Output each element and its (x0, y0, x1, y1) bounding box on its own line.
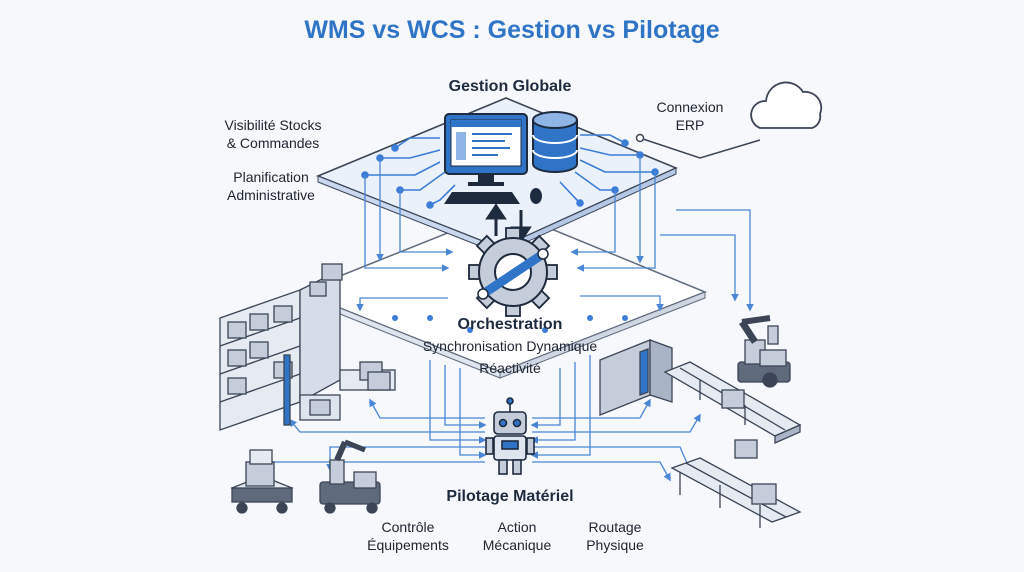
note-admin-planning-line1: Planification (233, 169, 309, 185)
warehouse-rack-icon (219, 263, 343, 431)
database-icon (532, 111, 578, 173)
orchestration-sync-text: Synchronisation Dynamique (422, 338, 598, 354)
robot-icon (485, 397, 535, 475)
management-layer-title: Gestion Globale (448, 78, 572, 95)
note-stock-visibility-line1: Visibilité Stocks (224, 117, 322, 133)
gear-icon (468, 227, 558, 317)
erp-connection-line1: Connexion (656, 99, 724, 115)
diagram-title: WMS vs WCS : Gestion vs Pilotage (304, 16, 720, 44)
orchestration-title: Orchestration (457, 316, 563, 333)
desktop-computer-icon (444, 113, 542, 204)
note-admin-planning-line2: Administrative (227, 187, 315, 203)
bottom-item-physical-routing: Routage Physique (560, 518, 670, 554)
cloud-icon (750, 81, 823, 129)
bottom-item-equipment-control: Contrôle Équipements (348, 518, 468, 554)
middle-plate-nodes (392, 315, 628, 333)
erp-connection-line2: ERP (675, 117, 705, 133)
note-stock-visibility: Visibilité Stocks & Commandes (208, 116, 338, 152)
bottom-item-mechanical-action: Action Mécanique (462, 518, 572, 554)
equipment-control-line1: Contrôle (381, 519, 435, 535)
robot-arm-icon (319, 439, 381, 514)
erp-connection-label: Connexion ERP (640, 98, 740, 134)
note-stock-visibility-line2: & Commandes (226, 135, 320, 151)
mechanical-action-line2: Mécanique (482, 537, 552, 553)
hardware-control-title: Pilotage Matériel (446, 488, 574, 505)
flow-lines (253, 155, 754, 482)
orchestration-reactivity-text: Réactivité (479, 360, 541, 376)
industrial-robot-arm-icon (737, 315, 791, 388)
erp-connection-line (635, 133, 761, 159)
physical-routing-line2: Physique (586, 537, 644, 553)
conveyor-icon (599, 339, 802, 528)
mechanical-action-line1: Action (497, 519, 537, 535)
note-admin-planning: Planification Administrative (206, 168, 336, 204)
agv-icon (230, 449, 294, 514)
physical-routing-line1: Routage (588, 519, 642, 535)
forklift-icon (283, 354, 396, 426)
equipment-control-line2: Équipements (367, 537, 449, 553)
